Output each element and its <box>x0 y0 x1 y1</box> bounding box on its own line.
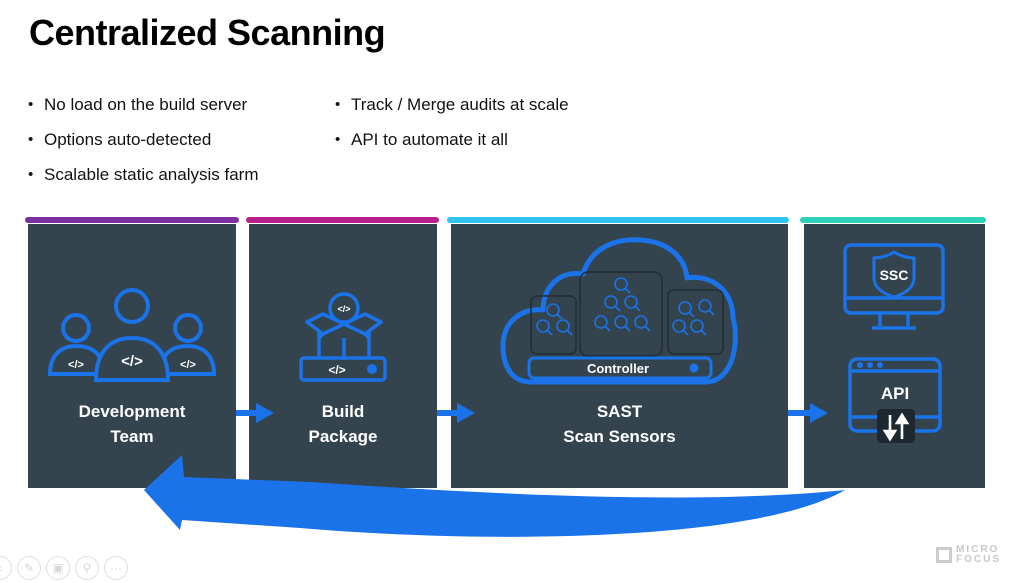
stage-development-team: </> </> </> Development Team <box>28 224 236 488</box>
window-dot <box>867 362 873 368</box>
more-button[interactable]: ··· <box>104 556 128 580</box>
flow-arrow-build-to-sast <box>437 403 475 423</box>
code-glyph: </> <box>68 359 84 371</box>
magnifier-icon <box>614 277 631 294</box>
sast-accent-bar <box>447 217 789 223</box>
bullet-item: No load on the build server <box>28 94 258 129</box>
magnifier-icon <box>556 319 573 336</box>
magnifier-icon <box>634 315 651 332</box>
code-glyph: </> <box>328 363 345 377</box>
bullet-item: Scalable static analysis farm <box>28 164 258 199</box>
transfer-arrows-icon <box>882 412 910 442</box>
chevron-left-icon: ‹ <box>0 561 2 575</box>
magnifier-icon <box>624 295 641 312</box>
ssc-monitor-icon: SSC <box>843 243 945 330</box>
slides-button[interactable]: ▣ <box>46 556 70 580</box>
bullet-list-left: No load on the build server Options auto… <box>28 94 258 199</box>
stage-label-line1: Development <box>78 402 186 421</box>
bullet-item: Track / Merge audits at scale <box>335 94 569 129</box>
stage-label: Build Package <box>249 399 437 449</box>
stage-label: SAST Scan Sensors <box>451 399 788 449</box>
logo-line2: FOCUS <box>956 554 1001 565</box>
zoom-button[interactable]: ⚲ <box>75 556 99 580</box>
stage-build-package: </> </> Build Package <box>249 224 437 488</box>
flow-arrow-sast-to-ssc <box>788 403 828 423</box>
bullet-item: Options auto-detected <box>28 129 258 164</box>
stage-label-line1: SAST <box>596 402 643 421</box>
magnifier-icon <box>614 315 631 332</box>
more-icon: ··· <box>110 561 122 575</box>
bullet-item: API to automate it all <box>335 129 569 164</box>
magnifier-icon <box>698 299 715 316</box>
bullet-list-right: Track / Merge audits at scale API to aut… <box>335 94 569 164</box>
previous-button[interactable]: ‹ <box>0 556 12 580</box>
slides-icon: ▣ <box>52 561 64 575</box>
magnifier-icon <box>546 303 563 320</box>
magnifier-icons <box>536 277 715 336</box>
magnifier-icon <box>594 315 611 332</box>
controller-label: Controller <box>587 361 649 376</box>
magnifier-icon: ⚲ <box>82 561 92 575</box>
stage-label-line2: Team <box>110 427 154 446</box>
cloud-scan-sensors-icon: Controller <box>500 237 738 385</box>
build-accent-bar <box>246 217 439 223</box>
magnifier-icon <box>690 319 707 336</box>
stage-label-line2: Package <box>308 427 378 446</box>
flow-arrow-dev-to-build <box>236 403 274 423</box>
ssc-label: SSC <box>880 267 909 283</box>
magnifier-icon <box>678 301 695 318</box>
slide-title: Centralized Scanning <box>29 12 386 53</box>
presenter-toolbar: ‹ ✎ ▣ ⚲ ··· <box>0 556 128 580</box>
code-glyph: </> <box>180 359 196 371</box>
stage-label-line2: Scan Sensors <box>563 427 676 446</box>
api-window-icon: API <box>848 357 942 443</box>
stage-label: Development Team <box>28 399 236 449</box>
dev-accent-bar <box>25 217 239 223</box>
stage-sast-scan-sensors: Controller SAST Scan Sensors <box>451 224 788 488</box>
ssc-accent-bar <box>800 217 986 223</box>
magnifier-icon <box>536 319 553 336</box>
code-glyph: </> <box>121 353 143 370</box>
magnifier-icon <box>672 319 689 336</box>
developer-team-icon: </> </> </> <box>47 288 217 382</box>
logo-mark-icon <box>936 547 952 563</box>
api-label: API <box>881 384 909 403</box>
pen-button[interactable]: ✎ <box>17 556 41 580</box>
stage-ssc-api: SSC API <box>804 224 985 488</box>
window-dot <box>877 362 883 368</box>
micro-focus-logo: MICRO FOCUS <box>936 545 1001 565</box>
window-dot <box>857 362 863 368</box>
pen-icon: ✎ <box>23 561 35 575</box>
code-glyph: </> <box>337 304 350 314</box>
logo-line1: MICRO <box>956 544 1000 555</box>
code-package-icon: </> </> <box>299 292 387 382</box>
magnifier-icon <box>604 295 621 312</box>
stage-label-line1: Build <box>321 402 365 421</box>
